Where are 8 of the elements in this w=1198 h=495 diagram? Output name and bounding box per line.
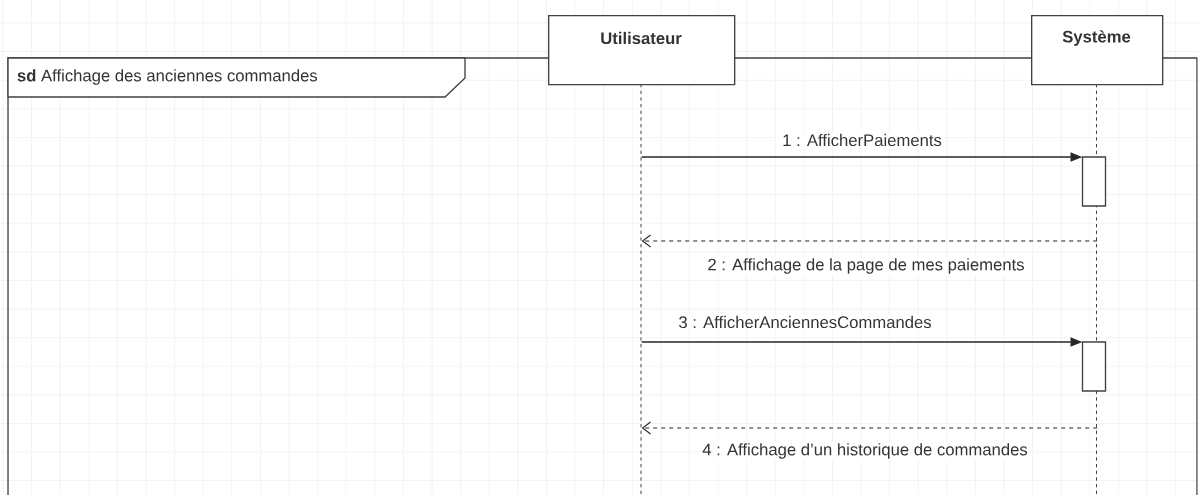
lifeline: Système (1031, 15, 1164, 495)
message-arrow (641, 421, 1098, 435)
edge-label: 3 : AfficherAnciennesCommandes (677, 314, 933, 330)
message-arrow (641, 234, 1098, 248)
edge-label: 1 : AfficherPaiements (780, 132, 944, 148)
edge-label: 4 : Affichage d’un historique de commandes (700, 441, 1030, 461)
frame-tab: sd Affichage des anciennes commandes (7, 57, 466, 98)
edge-label: 2 : Affichage de la page de mes paiements (706, 256, 1026, 276)
